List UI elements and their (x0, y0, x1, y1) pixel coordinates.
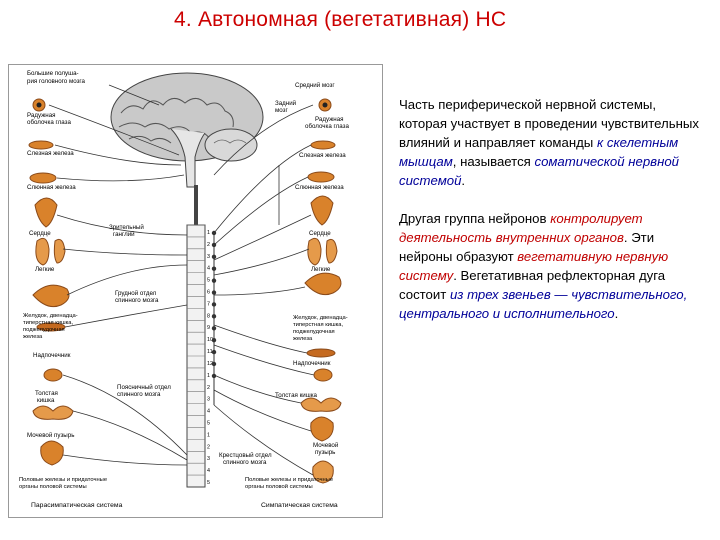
chain-ganglion (212, 302, 216, 306)
label-stomach-right: Желудок, двенадца- (293, 315, 348, 321)
label-lungs-right: Легкие (311, 266, 331, 273)
label-lumbar-2: спинного мозга (117, 391, 161, 398)
label-lungs-left: Легкие (35, 266, 55, 273)
label-colon-left-2: кишка (37, 397, 55, 404)
label-stomach-right-3: поджелудочная (293, 329, 335, 335)
label-genital-left: Половые железы и придаточные (19, 477, 107, 483)
label-heart-left: Сердце (29, 230, 51, 237)
spinal-segment-number: 6 (207, 289, 210, 295)
label-lumbar: Поясничный отдел (117, 384, 171, 391)
label-tear-right: Слезная железа (299, 152, 346, 159)
sympathetic-chain (212, 231, 216, 405)
chain-ganglion (212, 290, 216, 294)
chain-ganglion (212, 326, 216, 330)
label-iris-left-2: оболочка глаза (27, 119, 71, 126)
chain-ganglion (212, 255, 216, 259)
paragraph-somatic: Часть периферической нервной системы, ко… (399, 95, 705, 190)
label-adrenal-right: Надпочечник (293, 360, 331, 367)
spinal-segment-number: 4 (207, 266, 210, 272)
label-salivary-left: Слюнная железа (27, 184, 76, 191)
label-iris-right: Радужная (315, 116, 343, 123)
label-thoracic: Грудной отдел (115, 290, 157, 297)
chain-ganglion (212, 350, 216, 354)
paragraph-autonomic: Другая группа нейронов контролирует деят… (399, 209, 705, 323)
label-sacral-2: спинного мозга (223, 459, 267, 466)
spinal-segment-number: 1 (207, 373, 210, 379)
label-stomach-right-4: железа (293, 336, 313, 342)
label-iris-left: Радужная (27, 112, 55, 119)
label-hindbrain: Задний (275, 100, 297, 107)
slide-title: 4. Автономная (вегетативная) НС (174, 8, 506, 32)
label-sacral: Крестцовый отдел (219, 452, 272, 459)
label-genital-right-2: органы половой системы (245, 483, 313, 490)
spinal-segment-number: 9 (207, 325, 210, 331)
text-p1-c: , называется (453, 154, 535, 169)
label-brain-hemispheres-2: рия головного мозга (27, 78, 86, 85)
label-brain-hemispheres: Большие полуша- (27, 70, 79, 77)
label-midbrain: Средний мозг (295, 82, 335, 89)
label-iris-right-2: оболочка глаза (305, 123, 349, 130)
text-p1-e: . (461, 173, 465, 188)
label-bladder-right: Мочевой (313, 442, 339, 449)
spinal-segment-number: 1 (207, 230, 210, 236)
label-stomach-left-4: железа (23, 334, 43, 340)
label-stomach-left-2: типерстная кишка, (23, 320, 74, 326)
label-ciliary-ganglion: Зрительный (109, 224, 144, 231)
chain-ganglion (212, 338, 216, 342)
label-stomach-left-3: поджелудочная (23, 327, 65, 333)
label-hindbrain-2: мозг (275, 107, 288, 114)
spinal-segment-number: 7 (207, 301, 210, 307)
label-colon-right: Толстая кишка (275, 392, 318, 399)
spinal-segment-number: 4 (207, 468, 210, 474)
label-stomach-right-2: типерстная кишка, (293, 322, 344, 328)
chain-ganglion (212, 267, 216, 271)
spinal-segment-number: 5 (207, 480, 210, 486)
spinal-segment-number: 2 (207, 385, 210, 391)
spinal-segment-number: 5 (207, 278, 210, 284)
spinal-segment-number: 1 (207, 432, 210, 438)
text-p2-g: . (615, 306, 619, 321)
spinal-segment-number: 2 (207, 242, 210, 248)
spinal-segment-number: 2 (207, 444, 210, 450)
label-parasympathetic: Парасимпатическая система (31, 502, 123, 509)
spinal-segment-number: 5 (207, 420, 210, 426)
label-ciliary-ganglion-2: ганглий (113, 231, 135, 238)
spinal-segment-number: 3 (207, 254, 210, 260)
label-sympathetic: Симпатическая система (261, 502, 338, 509)
label-bladder-left: Мочевой пузырь (27, 432, 74, 439)
label-thoracic-2: спинного мозга (115, 297, 159, 304)
label-genital-left-2: органы половой системы (19, 483, 87, 490)
spinal-segment-number: 3 (207, 456, 210, 462)
description-text: Часть периферической нервной системы, ко… (399, 95, 705, 323)
text-p2-a: Другая группа нейронов (399, 211, 550, 226)
spinal-segment-number: 8 (207, 313, 210, 319)
label-stomach-left: Желудок, двенадца- (23, 313, 78, 319)
label-genital-right: Половые железы и придаточные (245, 477, 333, 483)
chain-ganglion (212, 278, 216, 282)
label-salivary-right: Слюнная железа (295, 184, 344, 191)
label-bladder-right-2: пузырь (315, 449, 335, 456)
chain-ganglion (212, 362, 216, 366)
spinal-segment-number: 4 (207, 409, 210, 415)
spinal-segment-number: 11 (207, 349, 213, 355)
chain-ganglion (212, 314, 216, 318)
label-colon-left: Толстая (35, 390, 58, 397)
label-heart-right: Сердце (309, 230, 331, 237)
brain-illustration (111, 73, 263, 187)
spinal-segment-number: 3 (207, 397, 210, 403)
label-adrenal-left: Надпочечник (33, 352, 71, 359)
label-tear-left: Слезная железа (27, 150, 74, 157)
